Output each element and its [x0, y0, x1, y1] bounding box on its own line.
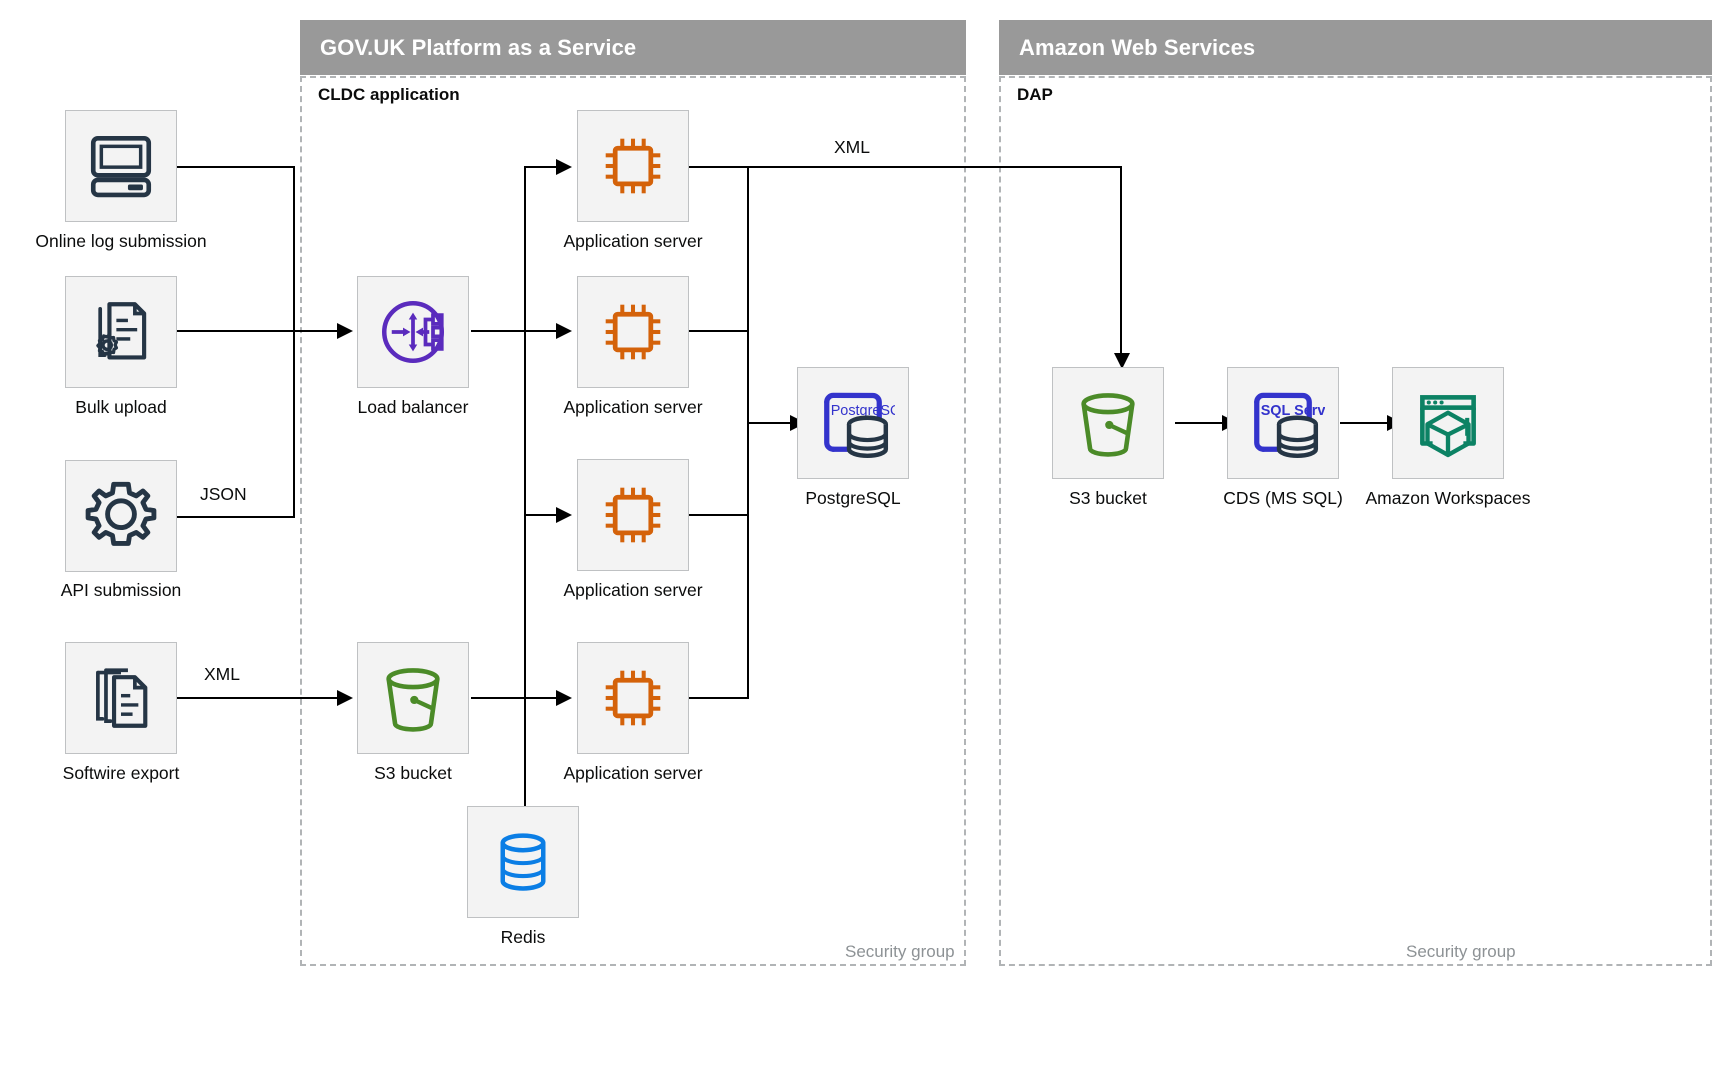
node-application-server-2[interactable]: [577, 276, 689, 388]
edge-softwire-h: [177, 697, 342, 699]
edge-lb-app3-h: [524, 514, 558, 516]
security-group-box-paas: [300, 76, 966, 966]
node-bulk-upload[interactable]: [65, 276, 177, 388]
document-gear-icon: [96, 302, 147, 360]
sql-server-icon: SQL Server: [1254, 392, 1325, 459]
edge-lb-fanout-v: [524, 166, 526, 698]
postgresql-icon: PostgreSQL: [824, 392, 895, 459]
node-amazon-workspaces[interactable]: [1392, 367, 1504, 479]
arrow-to-app4: [556, 690, 572, 706]
edge-xml-out-v: [1120, 166, 1122, 356]
load-balancer-icon: [382, 301, 444, 363]
node-label-softwire-export: Softwire export: [62, 763, 180, 783]
cpu-chip-icon: [605, 670, 661, 726]
edge-db-in-h: [747, 422, 793, 424]
node-label-online-log-submission: Online log submission: [35, 231, 207, 251]
s3-bucket-icon: [386, 668, 440, 732]
amazon-workspaces-icon: [1420, 395, 1476, 458]
node-label-application-server-1: Application server: [563, 231, 703, 251]
node-label-load-balancer: Load balancer: [357, 397, 469, 417]
node-redis[interactable]: [467, 806, 579, 918]
cpu-chip-icon: [605, 138, 661, 194]
node-s3-bucket-cldc[interactable]: [357, 642, 469, 754]
node-label-api-submission: API submission: [60, 580, 182, 600]
subgroup-label-cldc: CLDC application: [318, 85, 460, 104]
cpu-chip-icon: [605, 304, 661, 360]
edge-bulk-upload-h: [177, 330, 342, 332]
node-application-server-4[interactable]: [577, 642, 689, 754]
subgroup-label-dap: DAP: [1017, 85, 1053, 104]
node-label-s3-bucket-dap: S3 bucket: [1069, 488, 1147, 508]
node-cds-ms-sql[interactable]: SQL Server: [1227, 367, 1339, 479]
edge-lb-app2-h: [524, 330, 558, 332]
s3-bucket-icon: [1081, 393, 1135, 457]
node-application-server-3[interactable]: [577, 459, 689, 571]
redis-database-icon: [500, 833, 546, 891]
arrow-to-s3-cldc: [337, 690, 353, 706]
node-label-application-server-2: Application server: [563, 397, 703, 417]
node-label-amazon-workspaces: Amazon Workspaces: [1365, 488, 1531, 508]
arrow-to-load-balancer: [337, 323, 353, 339]
node-label-redis: Redis: [500, 927, 546, 947]
edge-redis-v: [524, 697, 526, 814]
cpu-chip-icon: [605, 487, 661, 543]
node-api-submission[interactable]: [65, 460, 177, 572]
edge-input-bus-v: [293, 166, 295, 518]
group-title-paas: GOV.UK Platform as a Service: [320, 34, 637, 60]
arrow-to-app1: [556, 159, 572, 175]
edge-s3-app4-h: [471, 697, 525, 699]
security-group-label-paas: Security group: [845, 942, 955, 961]
security-group-box-aws: [999, 76, 1712, 966]
node-s3-bucket-dap[interactable]: [1052, 367, 1164, 479]
node-label-bulk-upload: Bulk upload: [75, 397, 167, 417]
edge-db-collector-v: [747, 166, 749, 698]
edge-s3-cds-h: [1175, 422, 1227, 424]
security-group-label-aws: Security group: [1406, 942, 1516, 961]
postgresql-badge-text: PostgreSQL: [831, 403, 895, 419]
edge-label-xml-in: XML: [200, 664, 244, 685]
group-header-paas: GOV.UK Platform as a Service: [300, 20, 966, 75]
edge-lb-app1-h: [524, 166, 558, 168]
node-application-server-1[interactable]: [577, 110, 689, 222]
node-load-balancer[interactable]: [357, 276, 469, 388]
node-label-application-server-4: Application server: [563, 763, 703, 783]
edge-cds-workspaces-h: [1340, 422, 1392, 424]
node-label-cds-ms-sql: CDS (MS SQL): [1223, 488, 1343, 508]
group-title-aws: Amazon Web Services: [1019, 34, 1256, 60]
desktop-computer-icon: [90, 135, 152, 198]
edge-lb-app4-h: [524, 697, 558, 699]
arrow-to-s3-dap: [1114, 353, 1130, 369]
gear-icon: [85, 481, 157, 546]
edge-lb-out-h: [471, 330, 525, 332]
node-label-postgresql: PostgreSQL: [805, 488, 901, 508]
arrow-to-app3: [556, 507, 572, 523]
edge-online-log-h: [177, 166, 294, 168]
edge-app3-db-h: [689, 514, 749, 516]
edge-xml-out-h: [689, 166, 1122, 168]
group-header-aws: Amazon Web Services: [999, 20, 1712, 75]
edge-app4-db-h: [689, 697, 749, 699]
arrow-to-app2: [556, 323, 572, 339]
edge-app2-db-h: [689, 330, 749, 332]
edge-label-xml-out: XML: [830, 137, 874, 158]
edge-api-h: [177, 516, 294, 518]
node-label-application-server-3: Application server: [563, 580, 703, 600]
node-label-s3-bucket-cldc: S3 bucket: [374, 763, 452, 783]
node-softwire-export[interactable]: [65, 642, 177, 754]
documents-stack-icon: [96, 668, 148, 728]
node-online-log-submission[interactable]: [65, 110, 177, 222]
edge-label-json: JSON: [196, 484, 251, 505]
node-postgresql[interactable]: PostgreSQL: [797, 367, 909, 479]
sql-server-badge-text: SQL Server: [1261, 403, 1325, 419]
